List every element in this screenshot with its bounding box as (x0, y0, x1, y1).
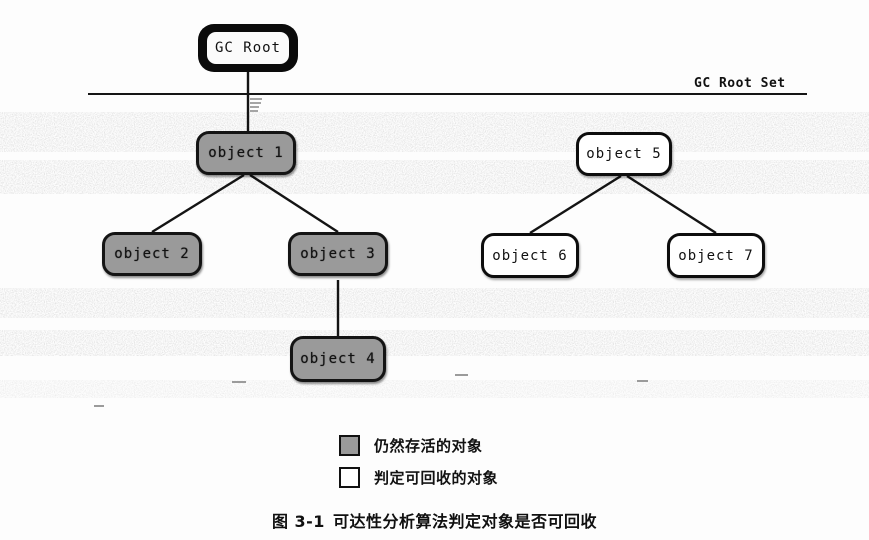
node-gc-root-label: GC Root (207, 32, 289, 64)
figure-caption: 图 3-1 可达性分析算法判定对象是否可回收 (0, 508, 869, 532)
legend-label-alive: 仍然存活的对象 (374, 436, 483, 455)
node-object-5-label: object 5 (586, 146, 662, 162)
scan-artifact-hatch (250, 98, 262, 112)
gc-root-set-label: GC Root Set (694, 76, 786, 91)
node-object-2[interactable]: object 2 (102, 232, 202, 276)
edge-object5-object6 (529, 174, 622, 235)
gc-root-set-line (88, 93, 807, 95)
node-object-4-label: object 4 (300, 351, 376, 367)
node-object-1[interactable]: object 1 (196, 131, 296, 175)
edge-object5-object7 (626, 174, 717, 235)
legend-label-dead: 判定可回收的对象 (374, 468, 499, 487)
legend-item-dead: 判定可回收的对象 (339, 464, 498, 490)
node-object-6-label: object 6 (492, 247, 568, 264)
node-object-7[interactable]: object 7 (667, 233, 765, 278)
node-object-2-label: object 2 (114, 246, 190, 262)
node-object-3-label: object 3 (300, 246, 376, 262)
node-object-5[interactable]: object 5 (576, 132, 672, 176)
legend-swatch-alive-icon (339, 434, 360, 456)
edge-object1-object3 (249, 173, 339, 234)
legend: 仍然存活的对象 判定可回收的对象 (339, 432, 498, 496)
edge-object1-object2 (151, 173, 245, 234)
node-object-3[interactable]: object 3 (288, 232, 388, 276)
node-gc-root[interactable]: GC Root (198, 24, 298, 72)
node-object-7-label: object 7 (678, 247, 754, 264)
figure-caption-number: 图 3-1 (271, 512, 325, 531)
figure-caption-text: 可达性分析算法判定对象是否可回收 (333, 512, 598, 531)
legend-swatch-dead-icon (339, 466, 360, 488)
node-object-1-label: object 1 (208, 145, 284, 161)
node-object-4[interactable]: object 4 (290, 336, 386, 382)
node-object-6[interactable]: object 6 (481, 233, 579, 278)
legend-item-alive: 仍然存活的对象 (339, 432, 498, 458)
